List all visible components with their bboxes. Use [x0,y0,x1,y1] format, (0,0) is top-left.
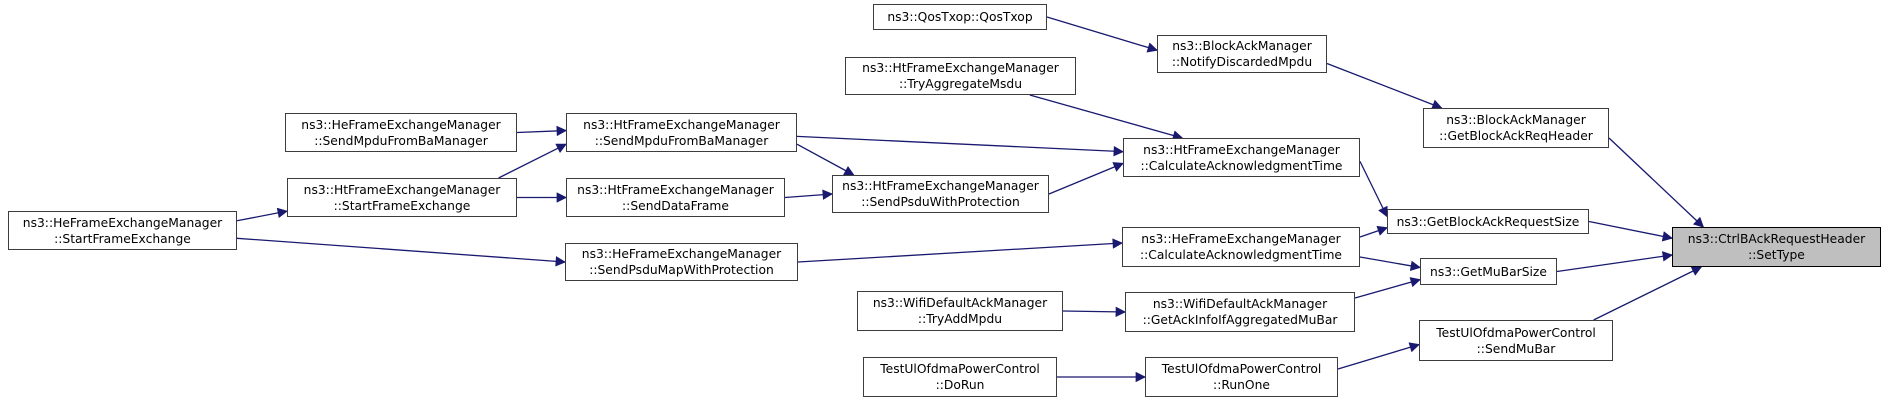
call-edge-he-startframeexchange-to-sendpsdumapwithprotection [236,237,567,267]
graph-node-label: ::TryAggregateMsdu [898,77,1023,91]
graph-node-label: ::NotifyDiscardedMpdu [1171,55,1313,69]
graph-node-label: ::CalculateAcknowledgmentTime [1140,158,1343,173]
graph-node-ht-sendmpdufrombamanager[interactable]: ns3::HtFrameExchangeManager::SendMpduFro… [566,113,797,152]
graph-node-label: ns3::BlockAckManager [1172,39,1312,53]
graph-node-label: ::SendDataFrame [622,198,729,213]
graph-node-label: TestUlOfdmaPowerControl [880,362,1040,376]
graph-node-notifydiscardedmpdu[interactable]: ns3::BlockAckManager::NotifyDiscardedMpd… [1157,35,1327,73]
call-edge-notifydiscardedmpdu-to-getblockackreqheader [1326,62,1443,110]
graph-node-getblockackrequestsize[interactable]: ns3::GetBlockAckRequestSize [1387,209,1589,234]
graph-node-label: ::RunOne [1213,378,1270,392]
call-edge-he-calculateacknowledgmenttime-to-getblockackrequestsize [1359,225,1388,238]
graph-node-label: ns3::HtFrameExchangeManager [303,182,501,197]
graph-node-label: ns3::WifiDefaultAckManager [1152,297,1328,311]
graph-node-he-sendmpdufrombamanager[interactable]: ns3::HeFrameExchangeManager::SendMpduFro… [285,113,517,152]
graph-node-label: ::SendMpduFromBaManager [314,133,488,148]
call-edge-ht-sendmpdufrombamanager-to-ht-calculateacknowledgmenttime [796,135,1125,157]
graph-node-label: ::CalculateAcknowledgmentTime [1139,248,1343,262]
call-edge-qostxop-to-notifydiscardedmpdu [1046,16,1158,53]
graph-node-tryaddmpdu[interactable]: ns3::WifiDefaultAckManager::TryAddMpdu [857,291,1063,331]
graph-node-sendpsdumapwithprotection[interactable]: ns3::HeFrameExchangeManager::SendPsduMap… [565,243,798,281]
graph-node-getmubarsize[interactable]: ns3::GetMuBarSize [1420,258,1557,285]
graph-node-senddataframe[interactable]: ns3::HtFrameExchangeManager::SendDataFra… [566,178,785,217]
graph-node-runone[interactable]: TestUlOfdmaPowerControl::RunOne [1145,357,1338,397]
graph-node-label: ns3::HtFrameExchangeManager [842,179,1039,193]
graph-node-dorun[interactable]: TestUlOfdmaPowerControl::DoRun [863,357,1057,397]
graph-node-label: ::SendMpduFromBaManager [594,133,769,148]
call-edge-senddataframe-to-sendpsduwithprotection [784,189,834,200]
graph-node-settype: ns3::CtrlBAckRequestHeader::SetType [1672,227,1881,267]
graph-node-label: ::DoRun [935,378,985,392]
graph-node-label: TestUlOfdmaPowerControl [1436,325,1596,340]
call-edge-ht-calculateacknowledgmenttime-to-getblockackrequestsize [1359,161,1388,218]
graph-node-label: ns3::HeFrameExchangeManager [22,215,223,230]
graph-node-label: ns3::GetBlockAckRequestSize [1396,214,1580,229]
graph-node-label: ::SendMuBar [1476,341,1556,356]
graph-node-he-calculateacknowledgmenttime[interactable]: ns3::HeFrameExchangeManager::CalculateAc… [1122,227,1360,267]
graph-node-label: ::GetAckInfoIfAggregatedMuBar [1142,313,1338,327]
graph-node-label: ns3::HeFrameExchangeManager [581,247,782,261]
graph-node-label: ::StartFrameExchange [333,198,471,213]
graph-node-label: ns3::HtFrameExchangeManager [577,182,774,197]
call-edge-tryaggregatemsdu-to-ht-calculateacknowledgmenttime [1029,94,1184,141]
call-edge-ht-sendmpdufrombamanager-to-sendpsduwithprotection [796,143,855,176]
graph-node-label: ::GetBlockAckReqHeader [1439,129,1593,143]
graph-node-label: TestUlOfdmaPowerControl [1161,362,1322,376]
call-edge-sendmubar-to-settype [1593,266,1703,321]
call-edge-tryaddmpdu-to-getackinfoifaggregatedmubar [1062,306,1127,318]
graph-node-getackinfoifaggregatedmubar[interactable]: ns3::WifiDefaultAckManager::GetAckInfoIf… [1125,292,1355,332]
graph-node-label: ns3::GetMuBarSize [1430,264,1547,279]
graph-node-ht-startframeexchange[interactable]: ns3::HtFrameExchangeManager::StartFrameE… [287,178,517,217]
call-edge-he-sendmpdufrombamanager-to-ht-sendmpdufrombamanager [516,125,568,137]
call-edge-getblockackreqheader-to-settype [1608,137,1705,228]
call-edge-he-calculateacknowledgmenttime-to-getmubarsize [1359,256,1422,271]
graph-node-label: ::SendPsduMapWithProtection [589,263,774,277]
graph-node-tryaggregatemsdu[interactable]: ns3::HtFrameExchangeManager::TryAggregat… [845,57,1076,95]
graph-node-label: ns3::HtFrameExchangeManager [583,117,780,132]
graph-node-label: ns3::HtFrameExchangeManager [1143,142,1340,157]
graph-node-sendmubar[interactable]: TestUlOfdmaPowerControl::SendMuBar [1419,320,1613,361]
call-edge-sendpsdumapwithprotection-to-he-calculateacknowledgmenttime [797,238,1124,263]
call-edge-getmubarsize-to-settype [1556,251,1674,273]
call-edge-he-startframeexchange-to-ht-startframeexchange [236,207,289,222]
call-edge-runone-to-sendmubar [1337,342,1420,370]
graph-node-label: ::StartFrameExchange [54,231,191,246]
call-edge-sendpsduwithprotection-to-ht-calculateacknowledgmenttime [1048,162,1124,195]
graph-node-label: ::SendPsduWithProtection [861,195,1020,209]
call-edge-getblockackrequestsize-to-settype [1588,220,1674,242]
graph-node-qostxop[interactable]: ns3::QosTxop::QosTxop [873,4,1047,30]
graph-node-label: ns3::HeFrameExchangeManager [1141,232,1341,246]
graph-node-label: ns3::CtrlBAckRequestHeader [1687,232,1866,246]
graph-node-he-startframeexchange[interactable]: ns3::HeFrameExchangeManager::StartFrameE… [8,211,237,250]
call-edge-ht-startframeexchange-to-ht-sendmpdufrombamanager [498,143,567,179]
graph-node-label: ns3::QosTxop::QosTxop [887,10,1033,24]
graph-node-label: ns3::HtFrameExchangeManager [862,61,1059,75]
graph-node-label: ns3::BlockAckManager [1446,113,1586,127]
graph-node-label: ns3::WifiDefaultAckManager [872,296,1048,310]
graph-node-getblockackreqheader[interactable]: ns3::BlockAckManager::GetBlockAckReqHead… [1423,108,1609,148]
graph-node-label: ::SetType [1748,248,1805,262]
graph-node-ht-calculateacknowledgmenttime[interactable]: ns3::HtFrameExchangeManager::CalculateAc… [1123,138,1360,177]
graph-node-sendpsduwithprotection[interactable]: ns3::HtFrameExchangeManager::SendPsduWit… [832,175,1049,213]
graph-node-label: ns3::HeFrameExchangeManager [301,117,501,132]
graph-node-label: ::TryAddMpdu [917,312,1003,326]
call-edge-getackinfoifaggregatedmubar-to-getmubarsize [1354,277,1422,299]
